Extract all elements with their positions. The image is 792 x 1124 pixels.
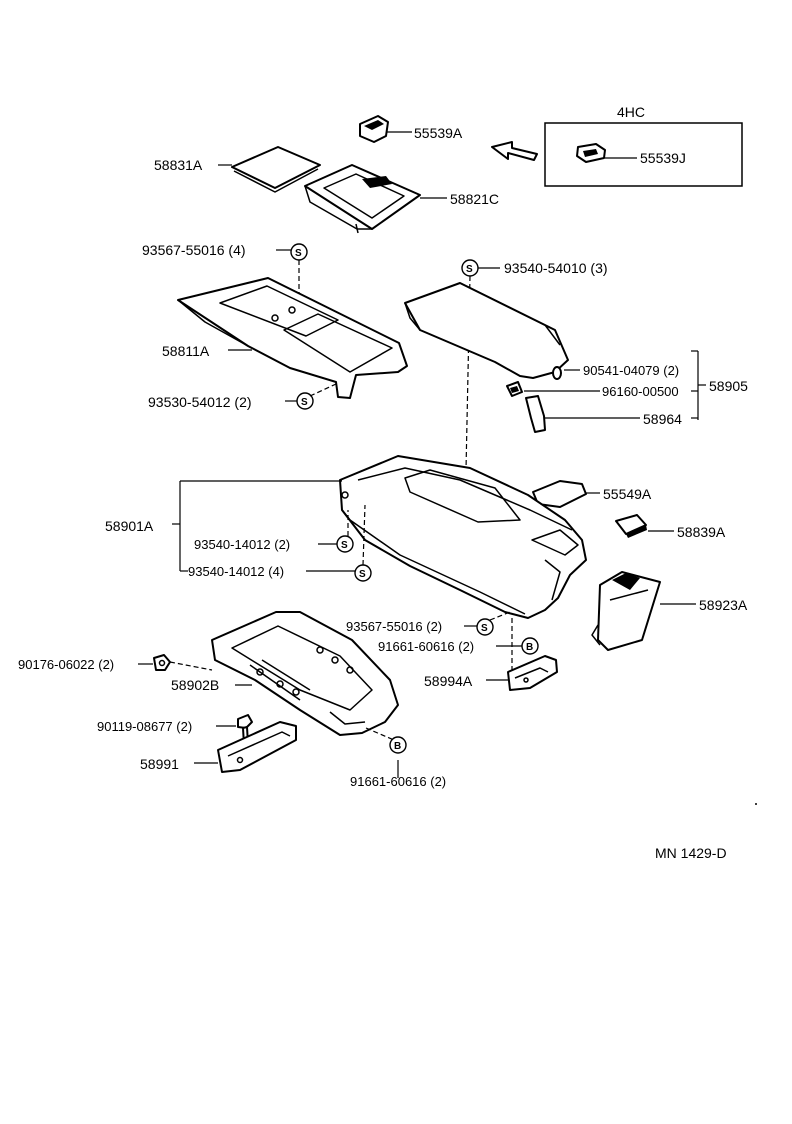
label-90176-06022-2: 90176-06022 (2)	[18, 657, 114, 672]
label-91661-60616-2-upper: 91661-60616 (2)	[378, 639, 474, 654]
label-58811A: 58811A	[162, 343, 210, 359]
label-58994A: 58994A	[424, 673, 473, 689]
panel-58811A-drawing	[177, 277, 408, 399]
latch-58964-drawing	[525, 395, 546, 433]
svg-text:S: S	[359, 569, 366, 580]
label-93540-14012-2: 93540-14012 (2)	[194, 537, 290, 552]
label-58902B: 58902B	[171, 677, 219, 693]
label-58923A: 58923A	[699, 597, 748, 613]
scan-dot	[755, 803, 757, 805]
variant-box-frame	[544, 122, 743, 187]
svg-text:S: S	[295, 248, 302, 259]
svg-text:B: B	[394, 741, 401, 752]
label-58821C: 58821C	[450, 191, 499, 207]
label-58901A: 58901A	[105, 518, 154, 534]
bracket-58994A-drawing	[507, 655, 558, 691]
variant-box: 4HC 55539J	[544, 104, 743, 187]
label-55539A: 55539A	[414, 125, 463, 141]
spring-96160-drawing	[506, 381, 523, 397]
label-96160-00500: 96160-00500	[602, 384, 679, 399]
screw-icon: S	[476, 618, 494, 636]
frame-58902B-drawing	[211, 611, 399, 736]
console-body-58901A-drawing	[339, 455, 587, 619]
substitution-arrow	[491, 141, 538, 161]
svg-text:S: S	[341, 540, 348, 551]
screw-icon: S	[296, 392, 314, 410]
variant-box-label: 4HC	[617, 104, 645, 120]
label-93530-54012-2: 93530-54012 (2)	[148, 394, 252, 410]
bracket-58905	[691, 350, 706, 420]
label-55539J: 55539J	[640, 150, 686, 166]
label-55549A: 55549A	[603, 486, 652, 502]
label-58905: 58905	[709, 378, 748, 394]
armrest-lid-58905-drawing	[404, 282, 569, 379]
label-58991: 58991	[140, 756, 179, 772]
bolt-icon: B	[389, 736, 407, 754]
label-93567-55016-2: 93567-55016 (2)	[346, 619, 442, 634]
label-58839A: 58839A	[677, 524, 726, 540]
label-58964: 58964	[643, 411, 682, 427]
label-58831A: 58831A	[154, 157, 203, 173]
screw-icon: S	[354, 564, 372, 582]
diagram-code: MN 1429-D	[655, 845, 727, 861]
bracket-58901A	[172, 480, 342, 572]
label-91661-60616-2-lower: 91661-60616 (2)	[350, 774, 446, 789]
label-90119-08677-2: 90119-08677 (2)	[97, 719, 192, 734]
label-93540-54010-3: 93540-54010 (3)	[504, 260, 608, 276]
mat-58831A-drawing	[231, 146, 321, 193]
cap-58839A-drawing	[615, 514, 647, 538]
box-58923A-drawing	[591, 571, 661, 651]
svg-text:B: B	[526, 642, 533, 653]
svg-text:S: S	[481, 623, 488, 634]
screw-icon: S	[290, 243, 308, 261]
clip-55539J-drawing	[576, 143, 606, 163]
svg-text:S: S	[301, 397, 308, 408]
bolt-icon: B	[521, 637, 539, 655]
pin-90541-drawing	[552, 366, 562, 380]
bracket-58991-drawing	[217, 721, 297, 773]
label-93540-14012-4: 93540-14012 (4)	[188, 564, 284, 579]
svg-text:S: S	[466, 264, 473, 275]
screw-icon: S	[461, 259, 479, 277]
label-90541-04079-2: 90541-04079 (2)	[583, 363, 679, 378]
screw-icon: S	[336, 535, 354, 553]
nut-90176-drawing	[153, 654, 171, 671]
bezel-58821C-drawing	[304, 164, 421, 234]
label-93567-55016-4: 93567-55016 (4)	[142, 242, 246, 258]
clip-55539A-drawing	[359, 115, 389, 143]
